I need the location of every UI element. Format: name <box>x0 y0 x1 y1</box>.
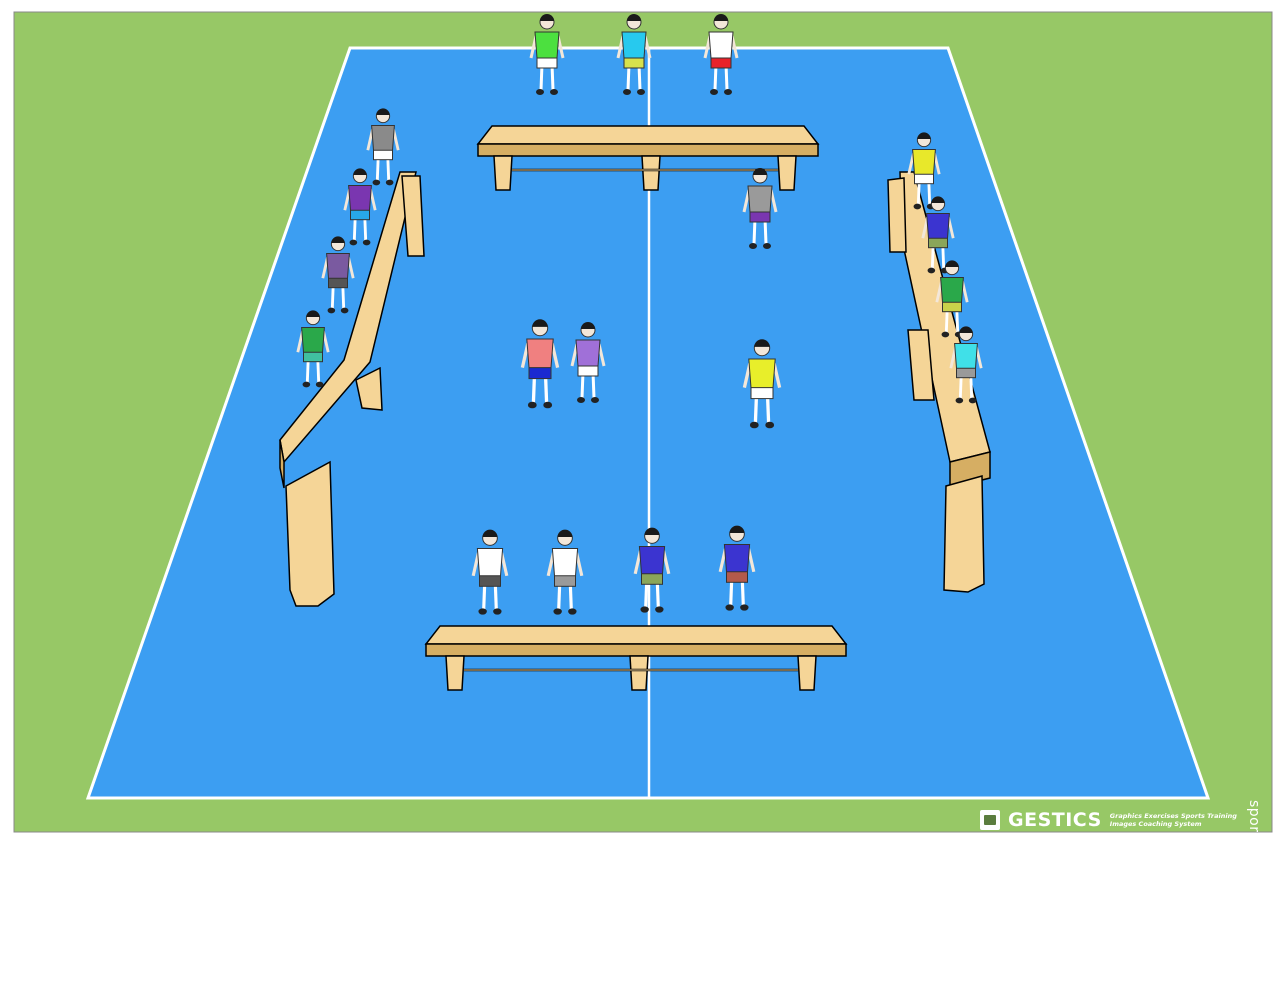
gestics-tagline: Graphics Exercises Sports Training Image… <box>1110 812 1237 828</box>
court-scene <box>0 0 1280 836</box>
site-watermark-text: sportscoachingsystem.com <box>1246 800 1262 1003</box>
gestics-tagline-1: Graphics Exercises Sports Training <box>1110 812 1237 820</box>
site-watermark: sportscoachingsystem.com <box>1262 560 1280 800</box>
gestics-brand-name: GESTICS <box>1008 809 1102 831</box>
gestics-logo-icon <box>980 810 1000 830</box>
gestics-logo: GESTICS Graphics Exercises Sports Traini… <box>980 806 1237 834</box>
gestics-tagline-2: Images Coaching System <box>1110 820 1237 828</box>
